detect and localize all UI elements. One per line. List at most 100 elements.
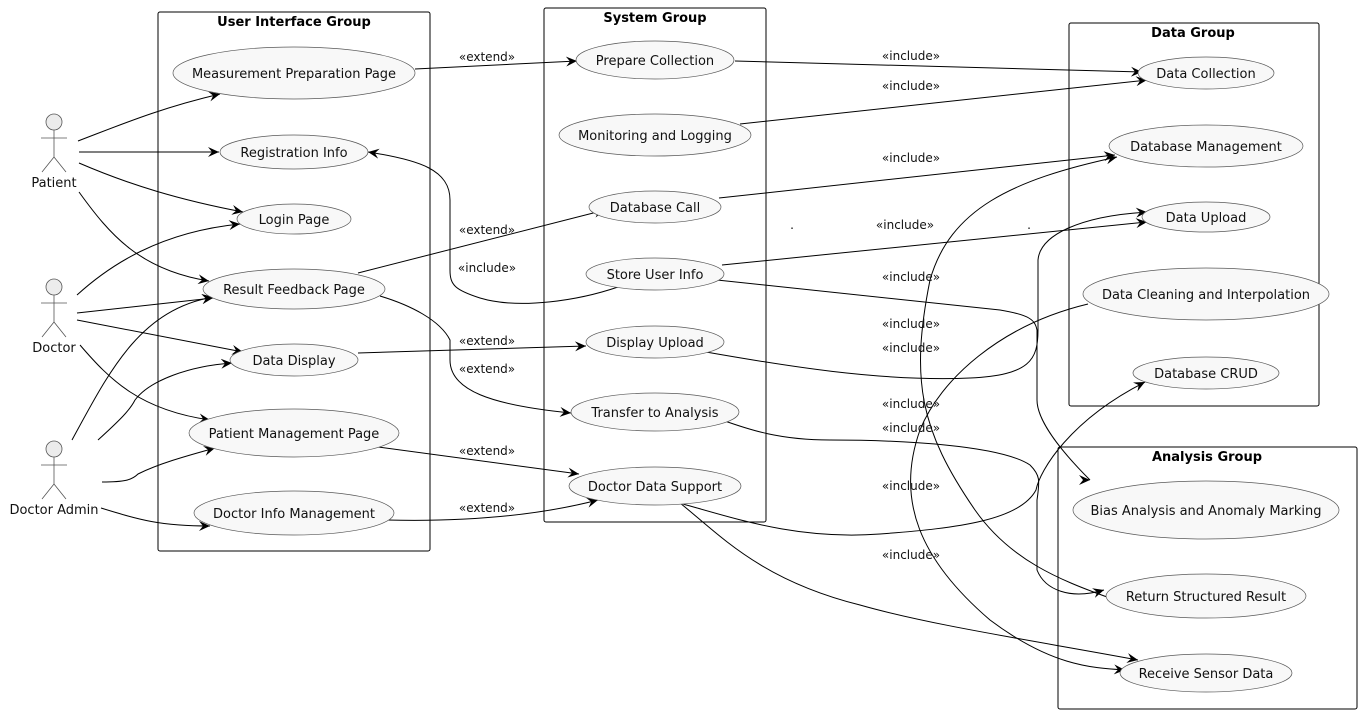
usecase-result-feedback-page[interactable]: Result Feedback Page	[202, 268, 386, 310]
stereotype-label: «include»	[882, 397, 940, 411]
usecase-label: Receive Sensor Data	[1139, 667, 1274, 682]
assoc-patient-rfp	[78, 191, 210, 285]
edge-labels: «extend» «extend» «include» «extend» «ex…	[458, 49, 1031, 562]
usecase-database-call[interactable]: Database Call	[588, 190, 722, 224]
edges	[71, 56, 1148, 675]
usecase-label: Registration Info	[240, 146, 347, 161]
usecase-monitoring-and-logging[interactable]: Monitoring and Logging	[558, 113, 752, 157]
package-system-group: System Group	[543, 7, 767, 523]
usecase-database-management[interactable]: Database Management	[1108, 124, 1304, 168]
stereotype-label: «extend»	[459, 223, 515, 237]
usecase-label: Display Upload	[606, 336, 704, 351]
stereotype-label: «include»	[882, 49, 940, 63]
rel-dd-du	[357, 341, 587, 354]
stereotype-label: «extend»	[459, 50, 515, 64]
stereotype-label: «include»	[882, 270, 940, 284]
rel-du-dup	[705, 207, 1148, 380]
assoc-patient-login	[78, 162, 244, 215]
stereotype-label: «include»	[882, 317, 940, 331]
actor-doctor[interactable]: Doctor	[32, 278, 76, 356]
rel-dds-crud	[682, 381, 1146, 536]
rel-pmp-dds	[377, 446, 580, 478]
stereotype-label: «extend»	[459, 362, 515, 376]
stereotype-label: «include»	[882, 151, 940, 165]
stereotype-label: «include»	[882, 479, 940, 493]
usecase-display-upload[interactable]: Display Upload	[585, 325, 725, 359]
usecase-label: Database Call	[610, 201, 700, 216]
rel-sui-bias	[716, 279, 1091, 481]
rel-sui-dup	[721, 218, 1148, 266]
usecase-measurement-preparation-page[interactable]: Measurement Preparation Page	[172, 46, 416, 100]
usecase-data-display[interactable]: Data Display	[229, 343, 359, 377]
actor-body-icon	[41, 457, 67, 500]
package-data-group: Data Group	[1068, 22, 1320, 407]
stereotype-label: «include»	[882, 548, 940, 562]
dot-label: .	[790, 218, 794, 232]
assoc-doctor-pmp	[79, 344, 211, 424]
usecase-label: Bias Analysis and Anomaly Marking	[1091, 504, 1322, 519]
rel-dci-rsd	[910, 303, 1126, 675]
actor-body-icon	[41, 130, 67, 173]
actor-body-icon	[41, 295, 67, 338]
rel-dds-rsd	[679, 502, 1139, 663]
usecase-label: Result Feedback Page	[223, 283, 365, 298]
rel-dbc-dbm	[718, 151, 1116, 199]
package-title: Data Group	[1151, 26, 1235, 41]
assoc-patient-mpp	[77, 91, 221, 142]
usecase-label: Data Upload	[1166, 211, 1247, 226]
stereotype-label: «include»	[882, 341, 940, 355]
actor-doctor-admin[interactable]: Doctor Admin	[9, 440, 99, 518]
usecase-label: Monitoring and Logging	[578, 129, 732, 144]
assoc-doctor-login	[76, 220, 241, 296]
package-title: User Interface Group	[217, 15, 371, 30]
usecase-label: Return Structured Result	[1126, 590, 1286, 605]
usecase-data-collection[interactable]: Data Collection	[1137, 56, 1275, 90]
rel-mpp-pc	[414, 56, 578, 70]
assoc-doctor-rfp	[76, 294, 214, 314]
dot-label: .	[1027, 218, 1031, 232]
usecase-registration-info[interactable]: Registration Info	[219, 134, 369, 170]
usecase-bias-analysis-and-anomaly-marking[interactable]: Bias Analysis and Anomaly Marking	[1072, 480, 1340, 540]
assoc-admin-rfp	[71, 294, 214, 441]
usecase-receive-sensor-data[interactable]: Receive Sensor Data	[1119, 653, 1293, 693]
usecase-label: Database Management	[1130, 140, 1282, 155]
stereotype-label: «include»	[882, 79, 940, 93]
usecase-label: Data Collection	[1156, 67, 1255, 82]
usecase-label: Database CRUD	[1154, 367, 1258, 382]
rel-tta-rsr	[721, 419, 1105, 598]
stereotype-label: «extend»	[459, 334, 515, 348]
assoc-doctor-dd	[76, 319, 244, 355]
package-analysis-group: Analysis Group	[1057, 446, 1358, 710]
usecase-login-page[interactable]: Login Page	[236, 203, 352, 235]
usecase-database-crud[interactable]: Database CRUD	[1132, 356, 1280, 390]
assoc-admin-dim	[100, 507, 211, 531]
actor-head-icon	[45, 278, 63, 296]
stereotype-label: «include»	[876, 218, 934, 232]
usecase-return-structured-result[interactable]: Return Structured Result	[1105, 573, 1307, 619]
usecase-label: Doctor Data Support	[588, 480, 722, 495]
assoc-admin-dd	[97, 358, 233, 441]
stereotype-label: «extend»	[459, 501, 515, 515]
rel-rfp-dbc	[357, 207, 606, 274]
actor-label: Doctor	[32, 341, 76, 356]
usecase-prepare-collection[interactable]: Prepare Collection	[575, 40, 735, 80]
actor-label: Doctor Admin	[9, 503, 98, 518]
usecase-doctor-info-management[interactable]: Doctor Info Management	[193, 490, 395, 536]
usecase-label: Data Display	[252, 354, 335, 369]
usecase-label: Login Page	[259, 213, 330, 228]
rel-ml-dc	[739, 76, 1148, 125]
package-title: System Group	[603, 11, 706, 26]
usecase-label: Patient Management Page	[209, 427, 380, 442]
actor-label: Patient	[31, 176, 76, 191]
assoc-admin-pmp	[101, 446, 216, 483]
stereotype-label: «extend»	[459, 444, 515, 458]
usecase-patient-management-page[interactable]: Patient Management Page	[188, 408, 400, 458]
usecase-transfer-to-analysis[interactable]: Transfer to Analysis	[570, 392, 740, 432]
usecase-data-cleaning-and-interpolation[interactable]: Data Cleaning and Interpolation	[1082, 267, 1330, 321]
rel-rfp-tta	[379, 295, 572, 417]
actor-patient[interactable]: Patient	[31, 113, 77, 191]
usecase-doctor-data-support[interactable]: Doctor Data Support	[568, 466, 742, 506]
usecase-data-upload[interactable]: Data Upload	[1141, 201, 1271, 233]
usecase-store-user-info[interactable]: Store User Info	[585, 257, 725, 291]
